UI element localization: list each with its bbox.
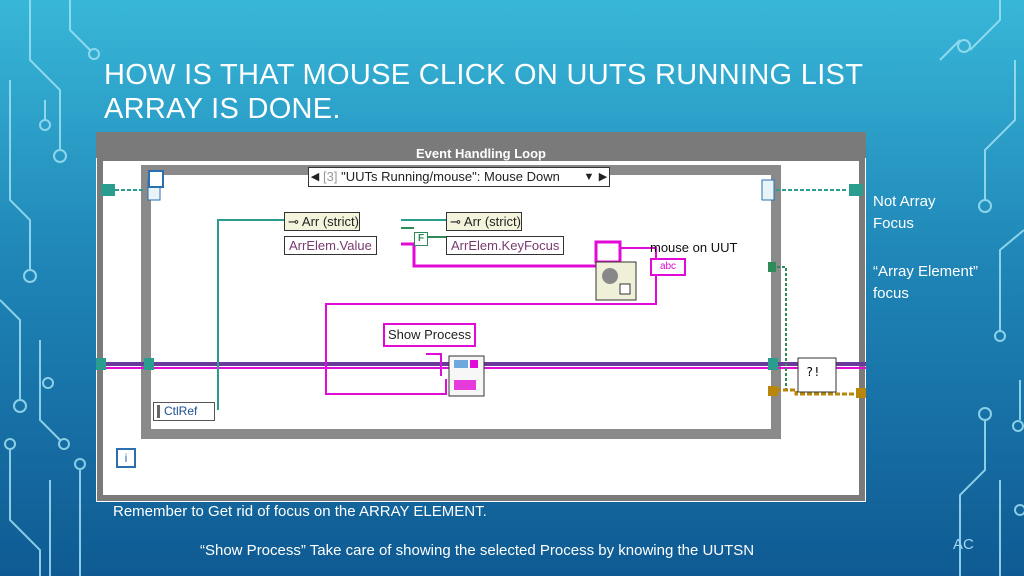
property-node-2-prop[interactable]: ArrElem.KeyFocus bbox=[446, 236, 565, 255]
mouse-on-uut-label: mouse on UUT bbox=[650, 240, 738, 255]
event-timeout-icon bbox=[148, 170, 164, 188]
ctlref-terminal[interactable]: CtlRef bbox=[153, 402, 215, 421]
case-selector[interactable]: ◀ [3] "UUTs Running/mouse": Mouse Down ▼… bbox=[308, 167, 610, 187]
note-array-element-focus: “Array Element” focus bbox=[873, 263, 979, 302]
author-initials: AC bbox=[953, 536, 974, 553]
note-not-array-focus: Not Array Focus bbox=[873, 193, 936, 232]
footer-note: Remember to Get rid of focus on the ARRA… bbox=[113, 503, 487, 520]
case-index: [3] bbox=[323, 169, 338, 184]
loop-title: Event Handling Loop bbox=[416, 146, 546, 161]
left-arrow-icon[interactable]: ◀ bbox=[310, 171, 320, 183]
slide-title: How is that mouse click on UUTs Running … bbox=[104, 59, 863, 125]
svg-text:?!: ?! bbox=[806, 365, 820, 379]
property-node-1-prop[interactable]: ArrElem.Value bbox=[284, 236, 377, 255]
case-label: "UUTs Running/mouse": Mouse Down bbox=[341, 169, 560, 184]
dropdown-icon[interactable]: ▼ bbox=[583, 171, 595, 183]
property-node-2-class[interactable]: ⊸Arr (strict) bbox=[446, 212, 522, 231]
false-constant[interactable]: F bbox=[414, 232, 428, 246]
iteration-terminal: i bbox=[116, 448, 136, 468]
diagram-wires: ?! bbox=[96, 136, 866, 501]
show-process-constant[interactable]: Show Process bbox=[383, 323, 477, 347]
block-diagram: ?! Event Handling Loop ◀ [3] "UUTs Runni… bbox=[96, 132, 866, 502]
string-indicator[interactable]: abc bbox=[650, 258, 686, 276]
right-arrow-icon[interactable]: ▶ bbox=[598, 171, 608, 183]
property-node-1-class[interactable]: ⊸Arr (strict) bbox=[284, 212, 360, 231]
footer-detail: “Show Process” Take care of showing the … bbox=[200, 542, 755, 559]
